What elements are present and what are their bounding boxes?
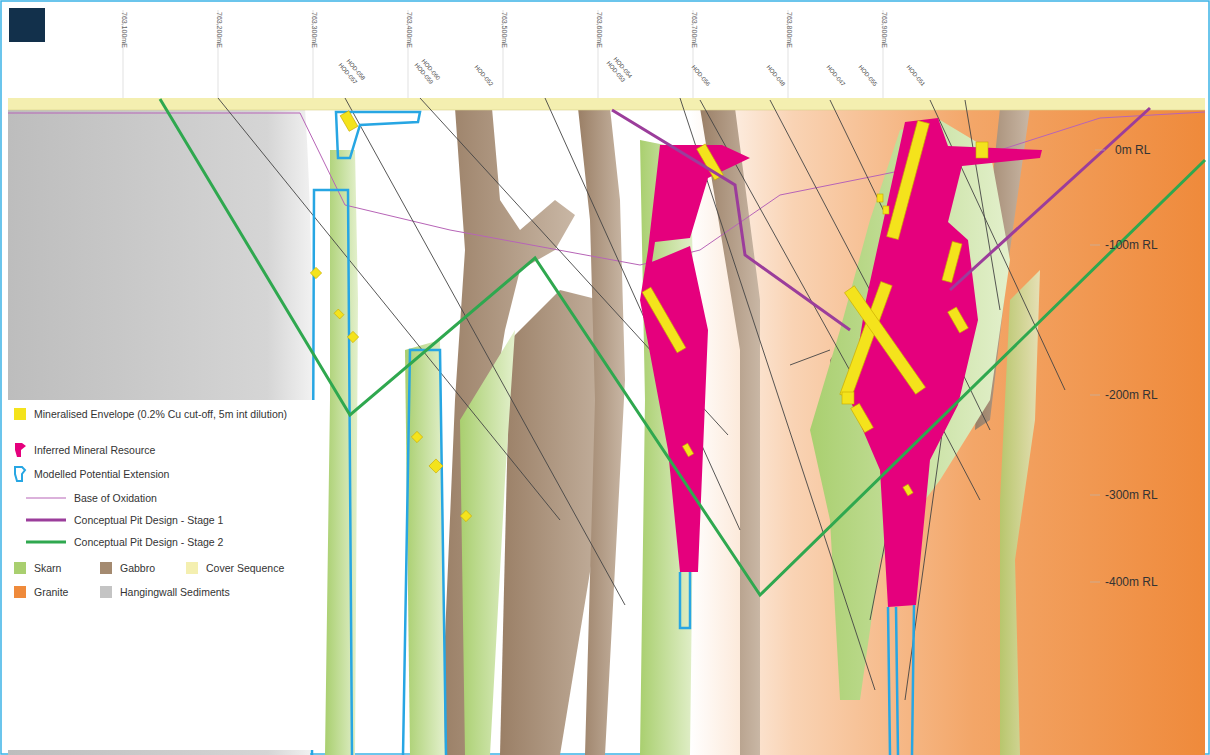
elevation-label: -100m RL — [1105, 238, 1158, 252]
easting-label: 763,900mE — [881, 12, 888, 48]
easting-label: 763,600mE — [596, 12, 603, 48]
easting-label: 763,200mE — [216, 12, 223, 48]
legend-swatch — [98, 560, 114, 576]
elevation-label: -300m RL — [1105, 488, 1158, 502]
legend-swatch — [12, 442, 28, 458]
legend-text: Conceptual Pit Design - Stage 2 — [74, 536, 223, 548]
legend-row: Base of Oxidation — [12, 490, 157, 506]
legend-panel: Mineralised Envelope (0.2% Cu cut-off, 5… — [6, 400, 324, 750]
legend-row: Conceptual Pit Design - Stage 1 — [12, 512, 223, 528]
legend-swatch — [12, 560, 28, 576]
legend-text: Granite — [34, 586, 68, 598]
legend-text: Skarn — [34, 562, 61, 574]
legend-swatch — [12, 406, 28, 422]
legend-text: Hangingwall Sediments — [120, 586, 230, 598]
easting-label: 763,700mE — [691, 12, 698, 48]
legend-text: Mineralised Envelope (0.2% Cu cut-off, 5… — [34, 408, 304, 420]
elevation-label: -200m RL — [1105, 388, 1158, 402]
legend-text: Conceptual Pit Design - Stage 1 — [74, 514, 223, 526]
easting-label: 763,100mE — [121, 12, 128, 48]
elevation-label: -400m RL — [1105, 575, 1158, 589]
legend-row: Cover Sequence — [184, 560, 284, 576]
easting-label: 763,400mE — [406, 12, 413, 48]
legend-text: Inferred Mineral Resource — [34, 444, 155, 456]
legend-row: Modelled Potential Extension — [12, 466, 169, 482]
legend-text: Gabbro — [120, 562, 155, 574]
easting-label: 763,500mE — [501, 12, 508, 48]
easting-label: 763,800mE — [786, 12, 793, 48]
legend-text: Modelled Potential Extension — [34, 468, 169, 480]
legend-row: Gabbro — [98, 560, 155, 576]
legend-line-sample — [12, 490, 68, 506]
legend-line-sample — [12, 512, 68, 528]
legend-row: Inferred Mineral Resource — [12, 442, 155, 458]
legend-swatch — [98, 584, 114, 600]
legend-row: Granite — [12, 584, 68, 600]
legend-line-sample — [12, 534, 68, 550]
legend-text: Base of Oxidation — [74, 492, 157, 504]
elevation-label: 0m RL — [1115, 143, 1150, 157]
legend-row: Conceptual Pit Design - Stage 2 — [12, 534, 223, 550]
legend-row: Mineralised Envelope (0.2% Cu cut-off, 5… — [12, 406, 312, 422]
legend-row: Skarn — [12, 560, 61, 576]
easting-label: 763,300mE — [311, 12, 318, 48]
legend-text: Cover Sequence — [206, 562, 284, 574]
legend-row: Hangingwall Sediments — [98, 584, 230, 600]
legend-outline-sample — [12, 466, 28, 482]
legend-swatch — [12, 584, 28, 600]
legend-swatch — [184, 560, 200, 576]
